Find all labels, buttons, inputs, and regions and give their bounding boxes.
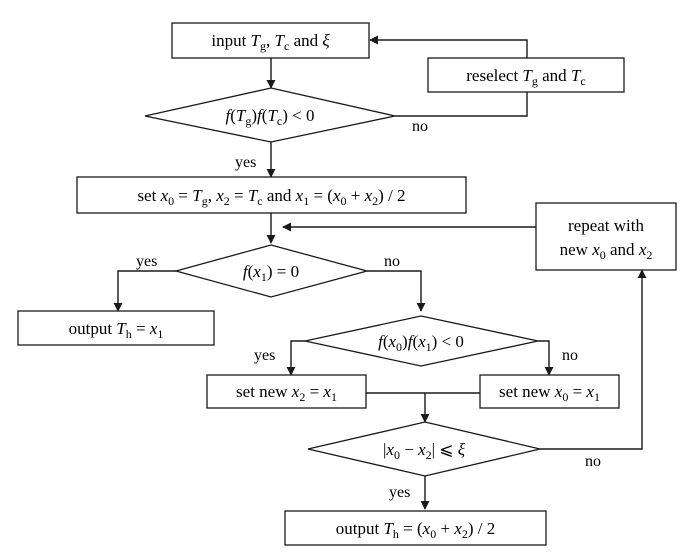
text-set-x2: set new x2 = x1 [236,382,337,404]
label-yes-sign: yes [235,154,256,171]
line-no-to-reselect [395,88,528,117]
connectors [113,35,647,510]
text-output-final: output Th = (x0 + x2) / 2 [336,519,496,541]
label-no-tol: no [585,453,601,470]
diamond-check-zero [173,244,370,298]
arrow-check-zero-yes [113,270,176,312]
box-set-x2 [206,374,367,409]
text-set-x0: set new x0 = x1 [499,382,600,404]
label-yes-tol: yes [389,484,410,501]
label-yes-zero: yes [136,253,157,270]
text-output-root: output Th = x1 [69,319,164,341]
arrow-check-sub-no [538,340,554,376]
box-set-init [76,176,467,214]
shapes [17,22,677,546]
box-input [171,22,370,59]
text-repeat-line1: repeat with [568,216,644,235]
box-output-root [17,310,215,346]
diamond-check-tol [307,421,541,477]
diamond-check-sub [304,315,539,367]
diamond-check-sign [144,87,396,143]
arrow-check-sub-yes [286,340,305,376]
arrow-reselect-to-input [369,35,528,58]
box-reselect [427,57,625,93]
label-no-sub: no [562,347,578,364]
text-set-init: set x0 = Tg, x2 = Tc and x1 = (x0 + x2) … [137,186,405,208]
label-yes-sub: yes [254,347,275,364]
text-check-sub: f(x0)f(x1) < 0 [378,332,464,354]
text-repeat-line2: new x0 and x2 [560,240,653,262]
arrow-check-tol-no [540,269,647,450]
text-check-sign: f(Tg)f(Tc) < 0 [226,106,315,128]
box-set-x0 [479,374,620,409]
box-output-final [284,510,547,546]
label-no-zero: no [384,253,400,270]
box-repeat [535,202,677,271]
label-no-sign: no [412,118,428,135]
text-check-tol: |x0 − x2| ⩽ ξ [383,440,466,462]
text-input: input Tg, Tc and ξ [211,31,330,53]
text-check-zero: f(x1) = 0 [243,262,299,284]
text-reselect: reselect Tg and Tc [466,66,585,88]
arrow-check-zero-no [367,270,426,312]
